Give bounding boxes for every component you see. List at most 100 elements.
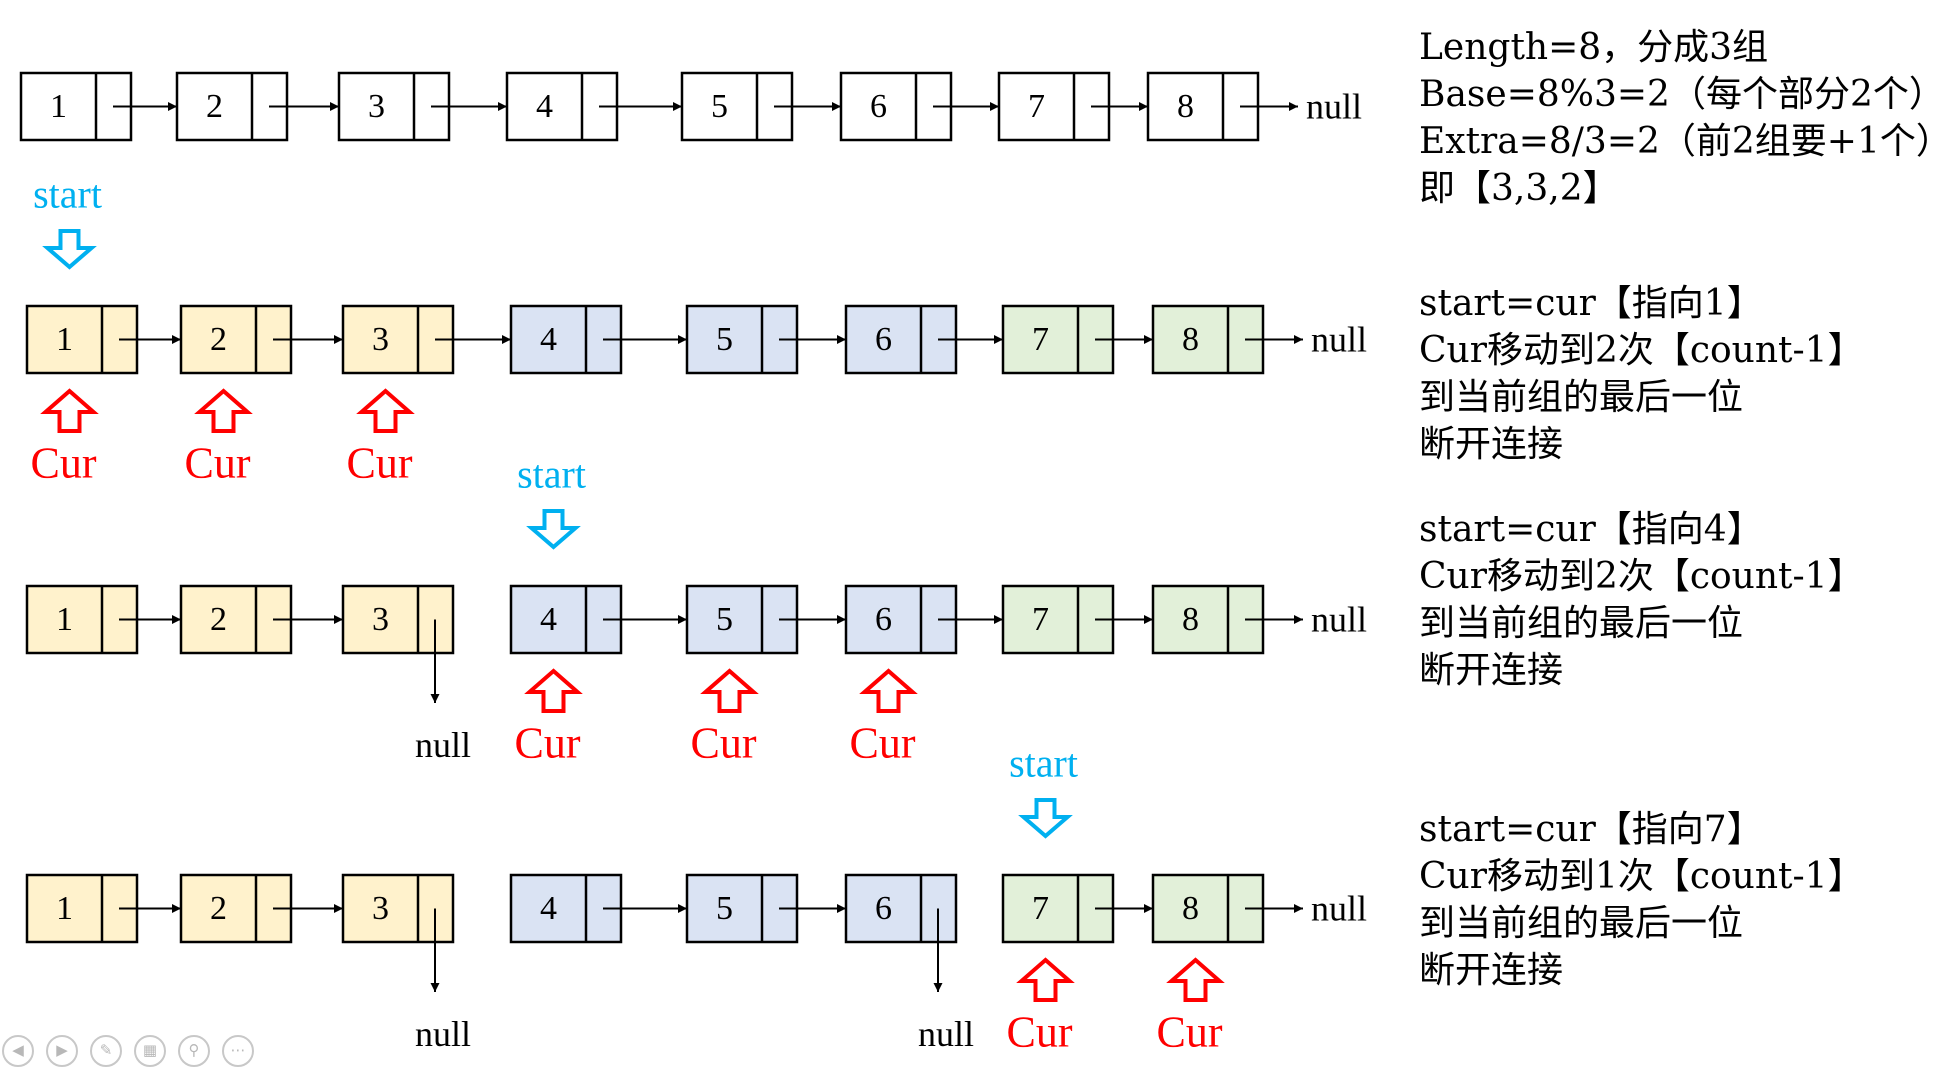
note-block-1: Length=8，分成3组 Base=8%3=2（每个部分2个） Extra=8…	[1419, 24, 1952, 212]
null-label: null	[1311, 889, 1367, 929]
node-value: 6	[875, 601, 892, 638]
start-label: start	[517, 452, 586, 497]
node-value: 3	[368, 88, 385, 125]
node-value: 7	[1028, 88, 1045, 125]
cur-arrow-icon	[194, 388, 253, 433]
list-node	[341, 304, 455, 375]
list-node	[1151, 304, 1265, 375]
node-value: 1	[56, 890, 73, 927]
list-node	[844, 873, 958, 944]
note-line: start=cur【指向4】	[1419, 509, 1763, 550]
list-node	[179, 873, 293, 944]
note-line: 断开连接	[1419, 424, 1564, 465]
note-line: 即【3,3,2】	[1419, 168, 1619, 209]
null-label: null	[1306, 87, 1362, 127]
list-node	[1151, 584, 1265, 655]
node-value: 5	[716, 601, 733, 638]
note-line: 断开连接	[1419, 950, 1564, 991]
list-node	[844, 584, 958, 655]
list-node	[175, 71, 289, 142]
node-value: 7	[1032, 321, 1049, 358]
node-value: 1	[50, 88, 67, 125]
note-line: 到当前组的最后一位	[1419, 603, 1744, 644]
null-label: null	[918, 1014, 974, 1054]
list-node	[1146, 71, 1260, 142]
list-node	[341, 873, 455, 944]
null-label: null	[415, 725, 471, 765]
cur-arrow-icon	[40, 388, 99, 433]
list-node	[509, 873, 623, 944]
note-line: Cur移动到1次【count-1】	[1419, 856, 1864, 897]
list-node	[341, 584, 455, 655]
cur-label: Cur	[185, 439, 251, 488]
node-value: 3	[372, 601, 389, 638]
list-node	[25, 304, 139, 375]
note-line: Cur移动到2次【count-1】	[1419, 330, 1864, 371]
more-icon[interactable]: ⋯	[222, 1034, 254, 1067]
node-value: 3	[372, 890, 389, 927]
list-node	[680, 71, 794, 142]
play-icon[interactable]: ▶	[46, 1034, 78, 1067]
node-value: 2	[210, 321, 227, 358]
grid-icon[interactable]: ▦	[134, 1034, 166, 1067]
list-node	[19, 71, 133, 142]
cur-label: Cur	[31, 439, 97, 488]
note-line: Length=8，分成3组	[1419, 27, 1769, 68]
note-block-3: start=cur【指向4】 Cur移动到2次【count-1】 到当前组的最后…	[1419, 506, 1913, 694]
note-line: Extra=8/3=2（前2组要+1个）	[1419, 121, 1952, 162]
note-block-4: start=cur【指向7】 Cur移动到1次【count-1】 到当前组的最后…	[1419, 806, 1913, 994]
slide-controls: ◀ ▶ ✎ ▦ ⚲ ⋯	[2, 1034, 254, 1067]
node-value: 8	[1182, 601, 1199, 638]
node-value: 6	[875, 890, 892, 927]
list-node	[337, 71, 451, 142]
node-value: 1	[56, 601, 73, 638]
note-line: Cur移动到2次【count-1】	[1419, 556, 1864, 597]
start-label: start	[1009, 741, 1078, 786]
node-value: 8	[1177, 88, 1194, 125]
node-value: 4	[540, 601, 557, 638]
list-node	[509, 584, 623, 655]
node-value: 7	[1032, 601, 1049, 638]
prev-icon[interactable]: ◀	[2, 1034, 34, 1067]
note-line: Base=8%3=2（每个部分2个）	[1419, 74, 1945, 115]
list-node	[25, 584, 139, 655]
node-value: 2	[210, 601, 227, 638]
node-value: 6	[870, 88, 887, 125]
node-value: 2	[210, 890, 227, 927]
node-value: 1	[56, 321, 73, 358]
cur-arrow-icon	[1166, 957, 1225, 1002]
list-node	[844, 304, 958, 375]
null-label: null	[1311, 600, 1367, 640]
zoom-icon[interactable]: ⚲	[178, 1034, 210, 1067]
node-value: 6	[875, 321, 892, 358]
node-value: 5	[716, 890, 733, 927]
list-node	[997, 71, 1111, 142]
node-value: 8	[1182, 321, 1199, 358]
node-value: 4	[536, 88, 553, 125]
node-value: 4	[540, 321, 557, 358]
node-value: 4	[540, 890, 557, 927]
node-value: 8	[1182, 890, 1199, 927]
cur-arrow-icon	[356, 388, 415, 433]
list-node	[839, 71, 953, 142]
note-line: start=cur【指向1】	[1419, 283, 1763, 324]
node-value: 2	[206, 88, 223, 125]
cur-label: Cur	[1007, 1008, 1073, 1057]
node-value: 5	[716, 321, 733, 358]
cur-arrow-icon	[524, 668, 583, 713]
cur-arrow-icon	[700, 668, 759, 713]
cur-label: Cur	[850, 719, 916, 768]
list-node	[685, 873, 799, 944]
start-arrow-icon	[1018, 798, 1073, 839]
cur-arrow-icon	[859, 668, 918, 713]
list-node	[685, 304, 799, 375]
null-label: null	[415, 1014, 471, 1054]
list-node	[179, 304, 293, 375]
cur-label: Cur	[347, 439, 413, 488]
note-block-2: start=cur【指向1】 Cur移动到2次【count-1】 到当前组的最后…	[1419, 280, 1913, 468]
pen-icon[interactable]: ✎	[90, 1034, 122, 1067]
note-line: 到当前组的最后一位	[1419, 903, 1744, 944]
cur-label: Cur	[691, 719, 757, 768]
cur-label: Cur	[515, 719, 581, 768]
